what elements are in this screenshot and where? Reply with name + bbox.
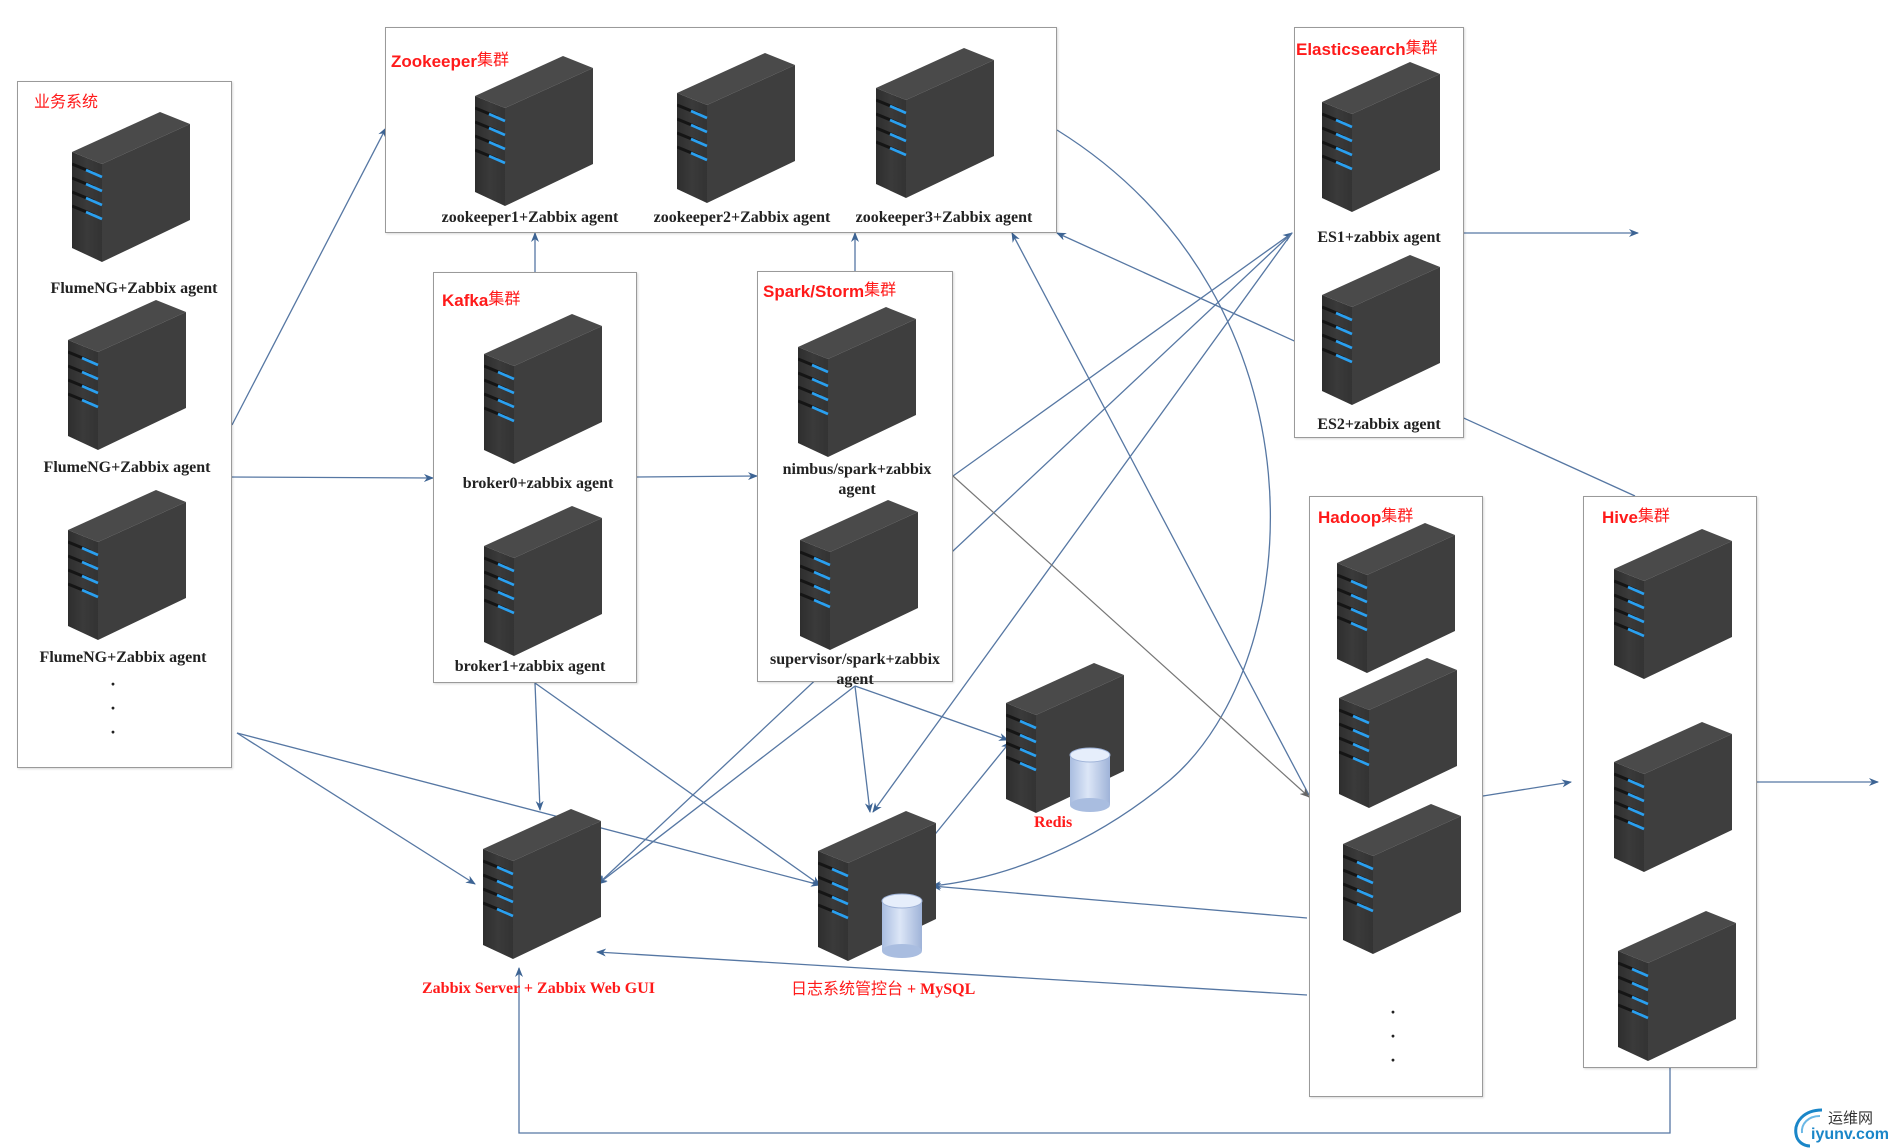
edge-kafka-zabbix (534, 682, 544, 811)
server-icon (1322, 255, 1440, 405)
cluster-title: Kafka集群 (442, 289, 521, 310)
server-icon (1618, 911, 1736, 1061)
mysql-database-icon (881, 893, 923, 959)
cluster-title: Elasticsearch集群 (1296, 38, 1438, 59)
node-label: zookeeper2+Zabbix agent (653, 209, 831, 226)
edge-business-zookeeper (231, 127, 387, 426)
edge-business-zabbix (236, 732, 476, 885)
node-label: broker1+zabbix agent (454, 658, 606, 675)
edge-spark-es (952, 232, 1293, 477)
edge-console-redis (931, 741, 1011, 839)
console-label: 日志系统管控台 + MySQL (791, 979, 976, 998)
watermark-text-cn: 运维网 (1828, 1109, 1874, 1127)
cluster-title: Zookeeper集群 (391, 50, 509, 71)
cluster-title: Spark/Storm集群 (763, 280, 897, 301)
cluster-title: Hive集群 (1602, 506, 1670, 527)
edge-hadoop-hive (1482, 779, 1572, 797)
node-label: nimbus/spark+zabbix agent (782, 461, 932, 498)
edge-es-console (872, 232, 1293, 813)
cluster-title: 业务系统 (34, 92, 99, 111)
zabbix-server-label: Zabbix Server + Zabbix Web GUI (422, 980, 656, 997)
server-icon (798, 307, 916, 457)
node-label: broker0+zabbix agent (462, 475, 614, 492)
redis-label: Redis (1034, 814, 1073, 831)
server-icon (72, 112, 190, 262)
server-icon (1343, 804, 1461, 954)
edge-spark-hadoop (952, 475, 1310, 798)
node-label: FlumeNG+Zabbix agent (50, 280, 218, 297)
node-label: FlumeNG+Zabbix agent (43, 459, 211, 476)
ellipsis-dots: ··· (1389, 1002, 1396, 1070)
server-icon (800, 500, 918, 650)
node-label: ES2+zabbix agent (1317, 416, 1441, 433)
node-label: zookeeper3+Zabbix agent (855, 209, 1033, 226)
node-label: FlumeNG+Zabbix agent (39, 649, 207, 666)
redis-database-icon (1069, 747, 1111, 813)
edge-spark-console (854, 685, 873, 813)
server-icon (1614, 722, 1732, 872)
server-icon (1339, 658, 1457, 808)
watermark-text-en: iyunv.com (1811, 1126, 1889, 1143)
server-icon (475, 56, 593, 206)
ellipsis-dots: ··· (109, 674, 116, 742)
edge-kafka-console (534, 682, 821, 886)
edge-spark-redis (854, 685, 1009, 741)
edge-hadoop-zabbix (596, 948, 1308, 996)
server-icon (68, 490, 186, 640)
server-icon (677, 53, 795, 203)
server-icon (1322, 62, 1440, 212)
edge-business-console (236, 732, 821, 887)
node-label: supervisor/spark+zabbix agent (769, 651, 941, 688)
node-label: ES1+zabbix agent (1317, 229, 1441, 246)
server-icon (1614, 529, 1732, 679)
server-icon (1337, 523, 1455, 673)
server-icon (484, 506, 602, 656)
edge-zookeeper-console (931, 129, 1271, 890)
edge-spark-zabbix (597, 685, 856, 885)
watermark-logo-icon (1794, 1108, 1823, 1148)
server-icon (876, 48, 994, 198)
edge-kafka-spark (636, 472, 758, 481)
server-icon (484, 314, 602, 464)
edge-hadoop-console (931, 882, 1308, 919)
zabbix-server-icon (483, 809, 601, 959)
cluster-title: Hadoop集群 (1318, 506, 1414, 527)
edge-hadoop-zookeeper (1011, 232, 1310, 796)
edge-hive-zabbix-loop (515, 967, 1671, 1134)
server-icon (68, 300, 186, 450)
node-label: zookeeper1+Zabbix agent (441, 209, 619, 226)
edge-business-kafka (227, 473, 434, 482)
